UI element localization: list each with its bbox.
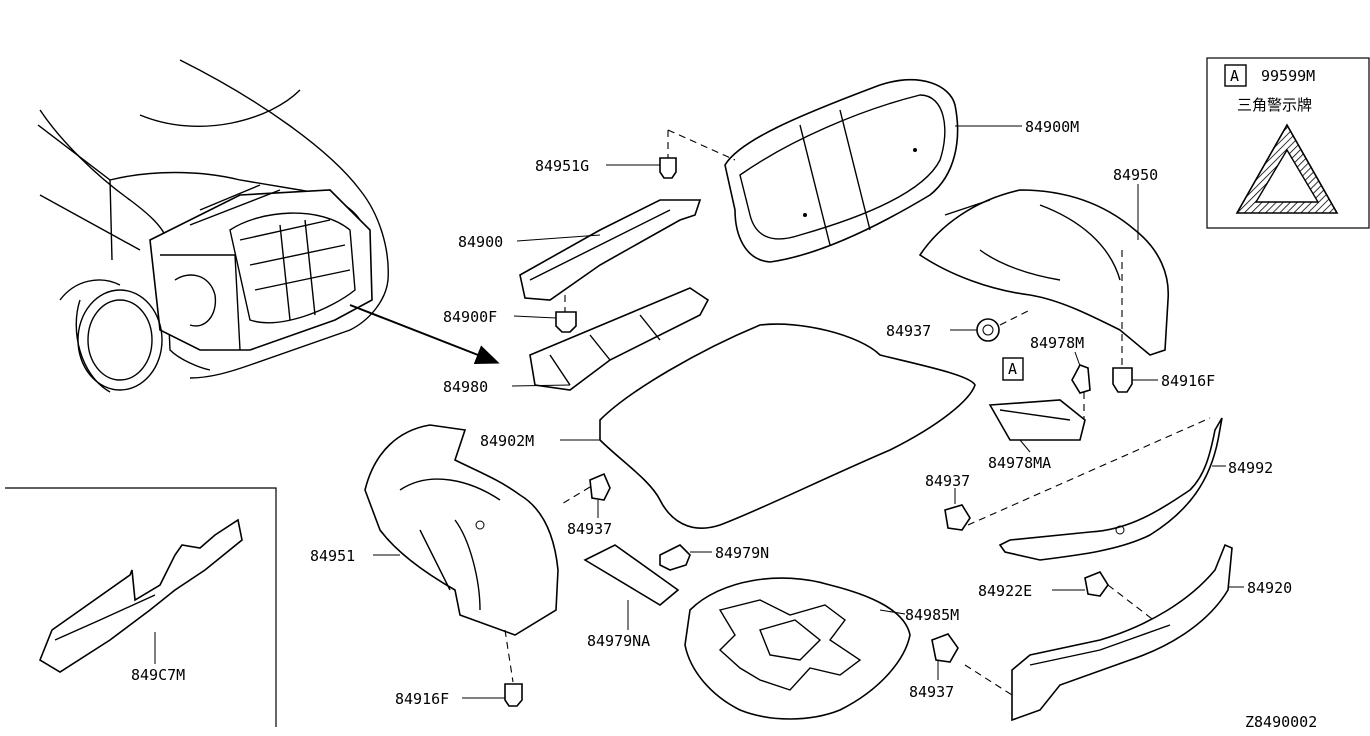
callout-84979N: 84979N [715, 544, 769, 562]
part-84980: 84980 [443, 287, 710, 396]
callout-84937-c: 84937 [567, 520, 612, 538]
part-84900: 84900 [458, 199, 702, 312]
legend-key-letter: A [1230, 67, 1239, 85]
part-84979N: 84979N [659, 544, 769, 571]
part-84922E: 84922E [978, 571, 1161, 626]
part-84978MA: A 84978MA [988, 357, 1086, 472]
callout-84979NA: 84979NA [587, 632, 650, 650]
diagram-code: Z8490002 [1245, 713, 1317, 731]
callout-84951: 84951 [310, 547, 355, 565]
part-84978M: 84978M [1030, 334, 1091, 420]
vehicle-overview [37, 59, 500, 393]
callout-84922E: 84922E [978, 582, 1032, 600]
callout-84985M: 84985M [905, 606, 959, 624]
part-84937-c: 84937 [559, 472, 612, 538]
callout-84916F-b: 84916F [395, 690, 449, 708]
callout-84950: 84950 [1113, 166, 1158, 184]
part-84950: 84950 [918, 166, 1170, 368]
part-84937-b: 84937 [925, 472, 971, 531]
callout-84980: 84980 [443, 378, 488, 396]
callout-84937-a: 84937 [886, 322, 931, 340]
part-84900F: 84900F [443, 308, 577, 333]
callout-84937-d: 84937 [909, 683, 954, 701]
part-84937-a: 84937 [886, 309, 1031, 342]
callout-84920: 84920 [1247, 579, 1292, 597]
callout-84992: 84992 [1228, 459, 1273, 477]
part-84951: 84951 [310, 424, 559, 683]
callout-key-box: A [1008, 360, 1017, 378]
part-84979NA: 84979NA [583, 544, 680, 650]
callout-84902M: 84902M [480, 432, 534, 450]
callout-84900: 84900 [458, 233, 503, 251]
callout-84978MA: 84978MA [988, 454, 1051, 472]
legend-panel: A 99599M 三角警示牌 [1206, 57, 1370, 229]
part-84916F-a: 84916F [1112, 367, 1215, 393]
legend-part-number: 99599M [1261, 67, 1315, 85]
callout-84900M: 84900M [1025, 118, 1079, 136]
part-84992: 84992 [967, 417, 1273, 561]
part-84900M: 84900M [667, 79, 1079, 263]
part-84951G: 84951G [535, 130, 677, 179]
part-84985M: 84985M [684, 577, 959, 720]
legend-description: 三角警示牌 [1237, 96, 1312, 114]
inset-part-849C7M [39, 518, 243, 673]
callout-84951G: 84951G [535, 157, 589, 175]
warning-triangle-icon [1235, 123, 1339, 214]
part-84916F-b: 84916F [395, 683, 523, 708]
part-84937-d: 84937 [909, 633, 959, 701]
part-84920: 84920 [964, 543, 1292, 722]
callout-84978M: 84978M [1030, 334, 1084, 352]
inset-panel: 849C7M [5, 487, 277, 727]
callout-84900F: 84900F [443, 308, 497, 326]
inset-label: 849C7M [131, 666, 185, 684]
callout-84937-b: 84937 [925, 472, 970, 490]
part-84902M: 84902M [480, 323, 976, 529]
callout-84916F-a: 84916F [1161, 372, 1215, 390]
